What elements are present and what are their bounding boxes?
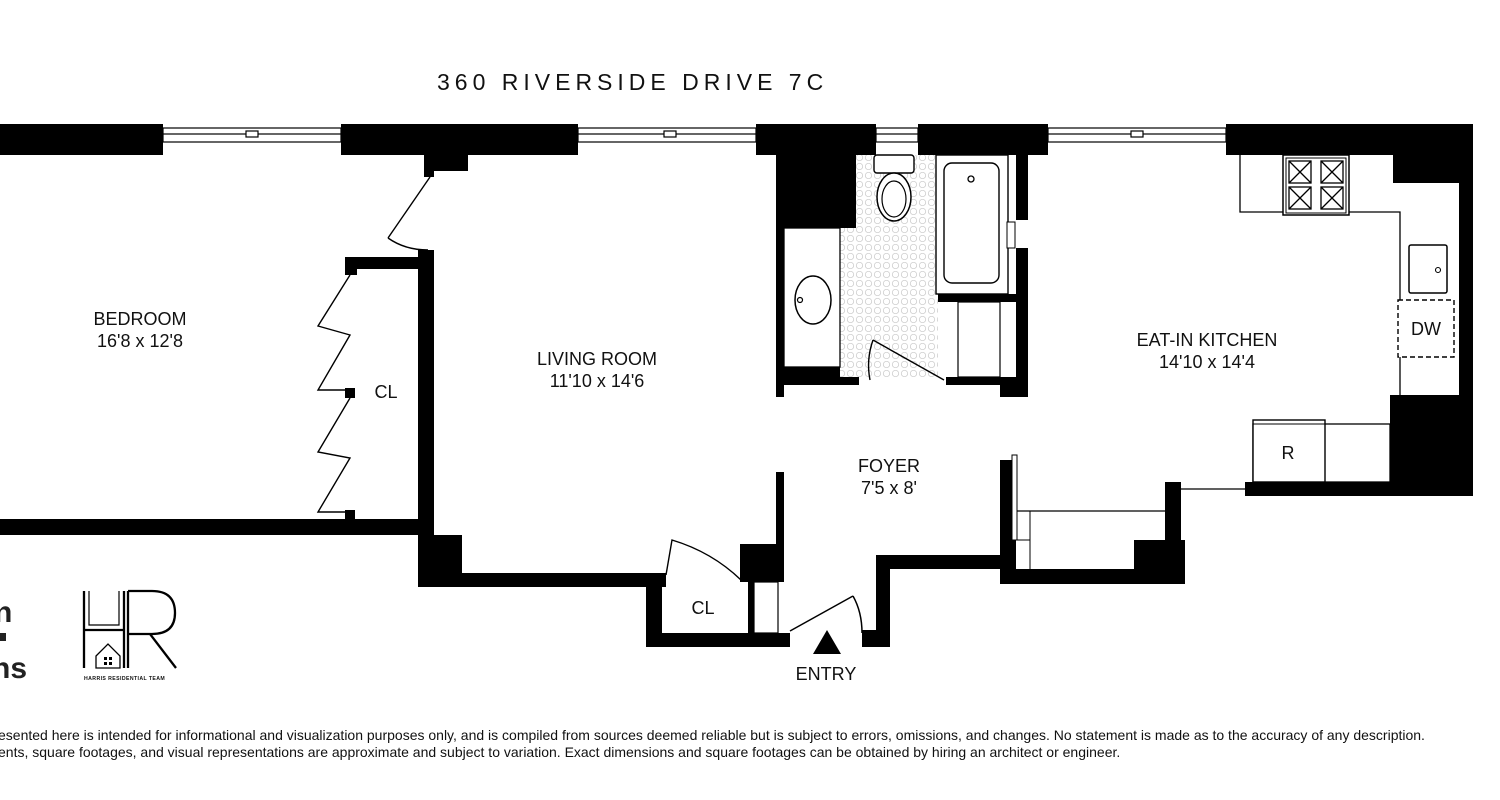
dishwasher <box>1397 299 1455 358</box>
disclaimer-line-2: ents, square footages, and visual repres… <box>0 744 1120 760</box>
window-bedroom <box>162 127 342 143</box>
sink-icon <box>794 275 832 325</box>
hr-logo <box>82 589 177 669</box>
entry-door: ENTRY <box>789 595 863 684</box>
window-kitchen <box>1047 127 1227 143</box>
foyer-dims: 7'5 x 8' <box>861 478 917 498</box>
partial-logo-fragment-1: n <box>0 596 12 629</box>
bedroom-door <box>387 176 431 251</box>
living-room-name: LIVING ROOM <box>537 349 657 369</box>
living-room-dims: 11'10 x 14'6 <box>550 371 645 391</box>
kitchen-name: EAT-IN KITCHEN <box>1137 330 1278 350</box>
partial-logo-fragment-2: ns <box>0 652 27 685</box>
bathroom <box>783 154 1016 381</box>
window-living <box>577 127 757 143</box>
entry-label: ENTRY <box>796 664 857 684</box>
refrigerator-label: R <box>1282 443 1295 463</box>
exterior-walls <box>0 124 1473 535</box>
windows <box>162 127 1227 143</box>
entry-arrow-icon <box>813 630 841 654</box>
kitchen-sink-icon <box>1408 244 1448 294</box>
entry-closet: CL <box>665 539 779 634</box>
bedroom-name: BEDROOM <box>93 309 186 329</box>
interior-walls <box>345 155 1185 647</box>
plan-title: 360 RIVERSIDE DRIVE 7C <box>437 69 828 95</box>
dishwasher-label: DW <box>1411 319 1441 339</box>
hr-team-name: HARRIS RESIDENTIAL TEAM <box>84 676 165 682</box>
foyer-name: FOYER <box>858 456 920 476</box>
disclaimer-line-1: esented here is intended for information… <box>0 727 1425 743</box>
partial-logo: n ns <box>0 596 27 685</box>
stove-icon <box>1282 154 1350 216</box>
foyer: FOYER 7'5 x 8' <box>858 454 1165 569</box>
toilet-icon <box>876 172 912 222</box>
living-room: LIVING ROOM 11'10 x 14'6 <box>537 349 657 391</box>
bedroom-dims: 16'8 x 12'8 <box>97 331 183 351</box>
bedroom-closet-doors <box>316 274 352 513</box>
kitchen-dims: 14'10 x 14'4 <box>1159 352 1255 372</box>
closet-label-bedroom: CL <box>374 382 397 402</box>
closet-label-entry: CL <box>691 598 714 618</box>
kitchen: DW R EAT-IN KITCHEN 14'10 x 14'4 <box>1137 154 1455 490</box>
toilet-tank <box>873 154 915 174</box>
refrigerator <box>1252 419 1326 483</box>
window-bath <box>875 127 919 143</box>
bedroom: BEDROOM 16'8 x 12'8 <box>93 309 186 351</box>
